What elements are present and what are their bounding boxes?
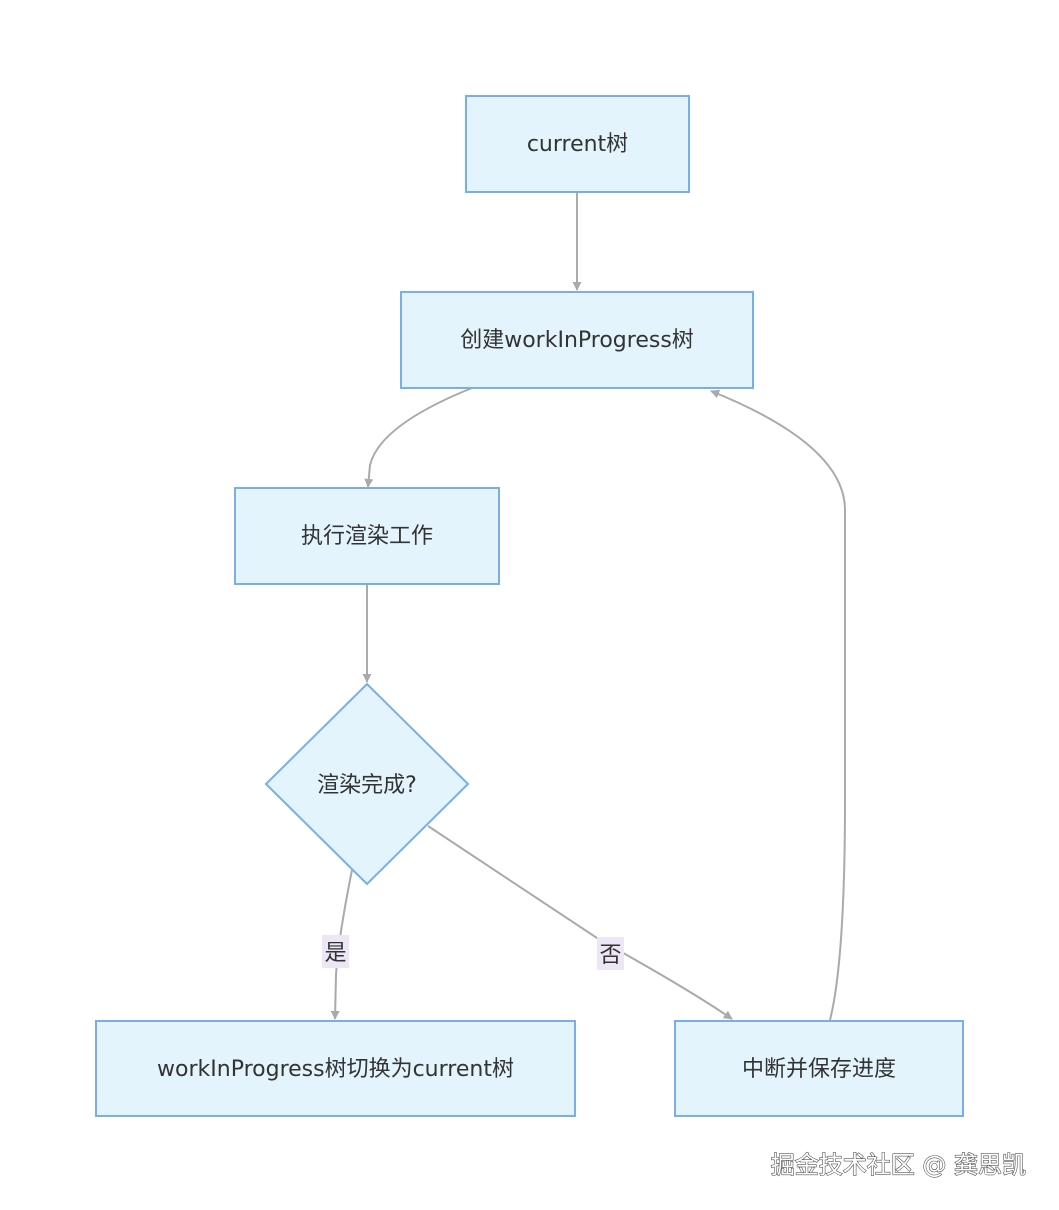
node-perform-render: 执行渲染工作	[234, 487, 500, 585]
edge-create-to-render	[364, 387, 473, 488]
node-interrupt-save-label: 中断并保存进度	[742, 1057, 896, 1082]
node-create-wip: 创建workInProgress树	[400, 291, 754, 389]
edge-label-yes-text: 是	[324, 941, 346, 966]
watermark: 掘金技术社区 @ 龚思凯	[771, 1151, 1026, 1179]
node-switch-tree: workInProgress树切换为current树	[95, 1020, 576, 1117]
node-perform-render-box	[234, 487, 500, 585]
node-switch-tree-label: workInProgress树切换为current树	[157, 1057, 514, 1082]
node-render-done-label: 渲染完成?	[317, 773, 417, 798]
node-perform-render-label: 执行渲染工作	[301, 524, 433, 549]
edge-label-no: 否	[597, 937, 624, 970]
node-current-tree: current树	[465, 95, 690, 193]
node-interrupt-save-box	[674, 1020, 964, 1117]
node-create-wip-label: 创建workInProgress树	[460, 328, 694, 353]
node-create-wip-box	[400, 291, 754, 389]
node-render-done-diamond	[264, 682, 470, 886]
edge-interrupt-to-create	[710, 389, 846, 1021]
edge-label-no-bg	[597, 937, 624, 970]
node-current-tree-box	[465, 95, 690, 193]
node-render-done: 渲染完成?	[264, 682, 470, 886]
edge-label-no-text: 否	[599, 943, 621, 968]
node-current-tree-label: current树	[527, 132, 628, 157]
node-interrupt-save: 中断并保存进度	[674, 1020, 964, 1117]
edge-decision-no	[427, 825, 733, 1020]
node-switch-tree-box	[95, 1020, 576, 1117]
edge-label-yes: 是	[322, 935, 349, 968]
edge-label-yes-bg	[322, 935, 349, 968]
